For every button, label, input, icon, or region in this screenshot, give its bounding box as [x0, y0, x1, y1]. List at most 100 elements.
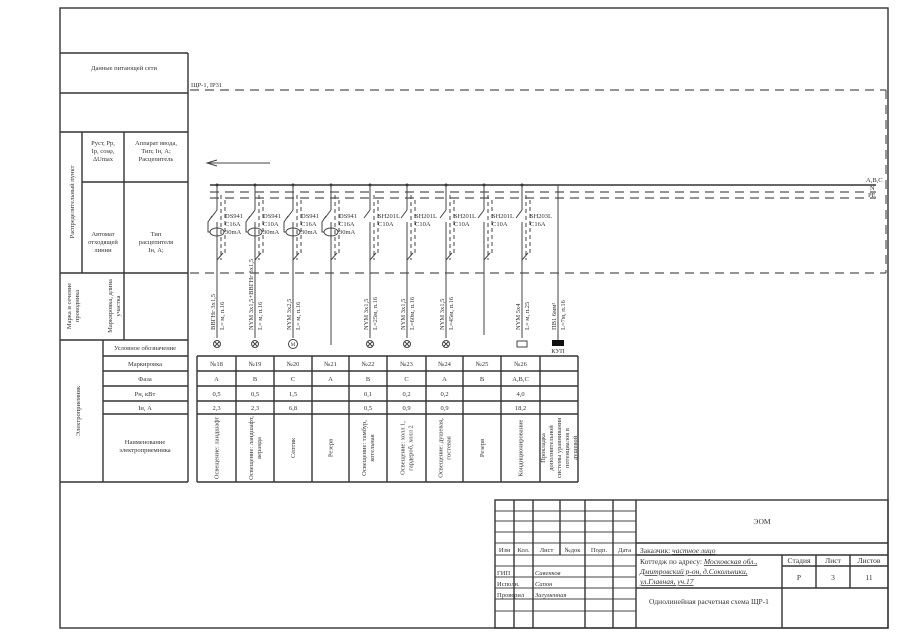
circuit-current: 6,8 — [289, 405, 297, 412]
circuit-current: 2,3 — [251, 405, 259, 412]
breaker-contact — [400, 209, 408, 219]
role-label: Исполн. — [497, 581, 520, 588]
lamp-icon — [442, 340, 450, 348]
role-name: Савенков — [535, 570, 561, 577]
circuit-power: 0,2 — [440, 391, 448, 398]
circuit-phase: B — [480, 376, 485, 383]
svg-text:M: M — [291, 343, 296, 348]
circuit-phase: A,B,C — [512, 376, 529, 383]
role-name: Загуменная — [535, 592, 566, 599]
breaker-contact — [439, 209, 447, 219]
supply-data-label: Данные питающей сети — [91, 65, 157, 72]
circuit-power: 0,5 — [212, 391, 220, 398]
bus-n-label: N — [870, 185, 875, 192]
circuit-current: 0,9 — [440, 405, 448, 412]
circuit-power: 0,5 — [251, 391, 259, 398]
dist-point-label: Распределительный пункт — [69, 165, 76, 238]
circuit-marking: №23 — [400, 361, 413, 368]
stage-value: Р — [797, 573, 801, 582]
title-block-header: №док — [565, 547, 582, 554]
circuit-marking: №24 — [438, 361, 451, 368]
sheet-value: 3 — [831, 573, 835, 582]
consumer-name: Резерв — [328, 439, 335, 457]
kup-box-icon — [552, 340, 564, 346]
drawing-title: Однолинейная расчетная схема ЩР-1 — [649, 597, 769, 606]
consumer-name: Освещение: ландшафт,веранда — [248, 416, 263, 480]
circuit-marking: №25 — [476, 361, 489, 368]
role-label: Проверил — [497, 592, 525, 599]
circuit-marking: №18 — [210, 361, 223, 368]
circuit-current: 2,3 — [212, 405, 220, 412]
consumer-label: Электроприемник — [75, 385, 82, 436]
circuit-marking: №22 — [362, 361, 375, 368]
breaker-contact — [477, 209, 485, 219]
breaker-contact — [515, 209, 523, 219]
doc-code: ЭОМ — [753, 517, 770, 526]
input-device-label: Аппарат ввода,Тип; Iн, А;Расцепитель — [135, 140, 177, 163]
circuit-phase: B — [253, 376, 258, 383]
circuit-phase: A — [442, 376, 447, 383]
drawing-frame — [59, 7, 889, 629]
consumer-name: Резерв — [479, 439, 486, 457]
circuit-marking: №19 — [249, 361, 262, 368]
consumer-name: Освещение: тамбур,котельная — [361, 420, 376, 476]
circuit-power: 0,2 — [402, 391, 410, 398]
role-label: ГИП — [497, 570, 510, 577]
bus-pe-label: PE — [868, 192, 876, 199]
ac-unit-icon — [516, 340, 528, 348]
circuit-phase: C — [404, 376, 408, 383]
sheets-value: 11 — [865, 573, 872, 582]
circuit-marking: №26 — [514, 361, 527, 368]
bus-abc-label: A,B,C — [866, 177, 883, 184]
circuit-power: 1,5 — [289, 391, 297, 398]
lamp-icon — [403, 340, 411, 348]
cable-section-label: Марка и сечениепроводника — [66, 283, 81, 329]
left-header-table: Данные питающей сети Распределительный п… — [60, 52, 189, 483]
row-marking-label: Маркировка — [128, 361, 162, 368]
consumer-name: Прокладкадополнительнойсистемы уравниван… — [540, 418, 579, 478]
sheets-header: Листов — [858, 556, 881, 565]
circuit-current: 0,5 — [364, 405, 372, 412]
circuit-current: 0,9 — [402, 405, 410, 412]
consumer-name: Освещение: холл 1,гардероб, холл 2 — [400, 421, 415, 475]
row-power-label: Pн, кВт — [135, 391, 156, 398]
title-block-header: Лист — [540, 547, 554, 554]
row-current-label: Iн, А — [138, 405, 152, 412]
circuit-phase: A — [328, 376, 333, 383]
row-symbol-label: Условное обозначение — [114, 345, 176, 352]
breaker-contact — [363, 209, 371, 219]
title-block-header: Дата — [618, 547, 631, 554]
consumer-name: Септик — [290, 437, 297, 458]
row-phase-label: Фаза — [138, 376, 152, 383]
lamp-icon — [366, 340, 374, 348]
lamp-icon — [213, 340, 221, 348]
panel-label: ЩР-1, IP31 — [191, 82, 222, 89]
consumer-name: Освещение: душевая,гостевая — [438, 418, 453, 478]
sheet-header: Лист — [825, 556, 841, 565]
lamp-icon — [251, 340, 259, 348]
